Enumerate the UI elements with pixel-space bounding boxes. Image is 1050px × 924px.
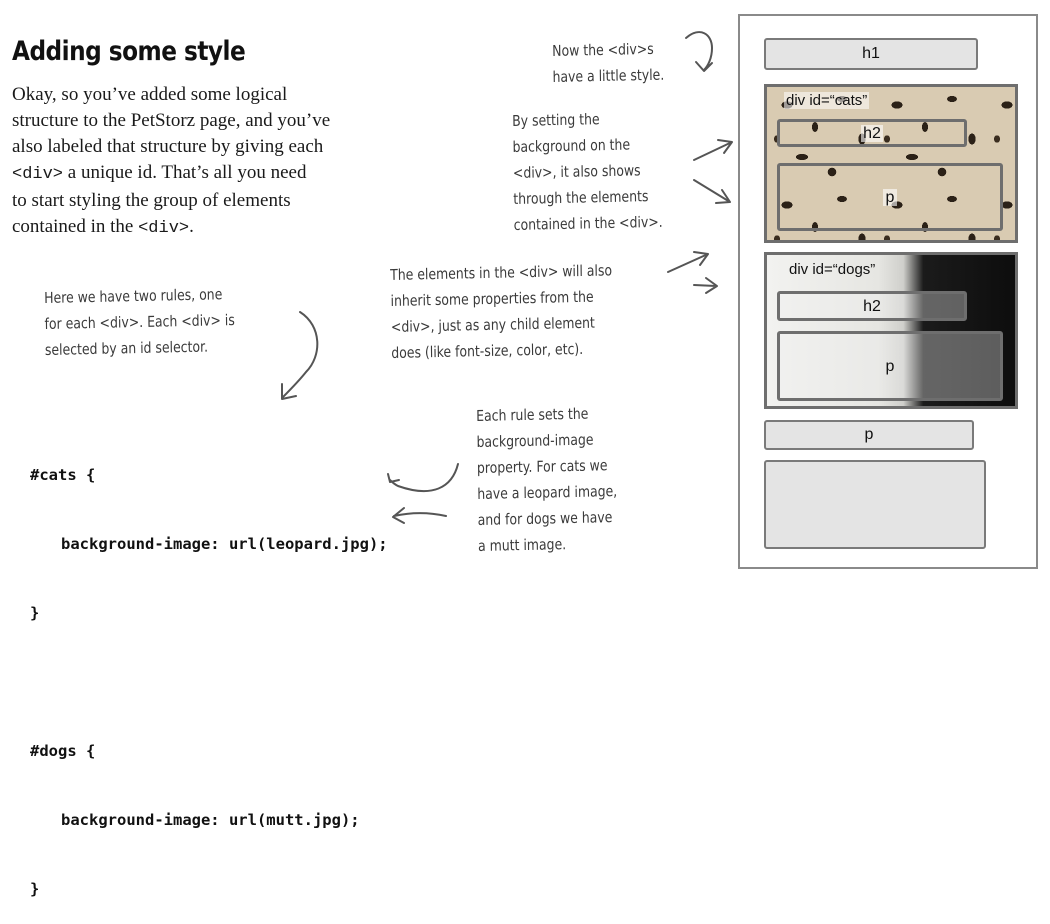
intro-line: <div> a unique id. That’s all you need: [12, 160, 382, 188]
dogs-div-block: div id=“dogs” h2 p: [764, 252, 1018, 409]
h1-label: h1: [862, 45, 880, 62]
intro-text: a unique id. That’s all you need: [63, 162, 307, 183]
cats-p-block: p: [777, 163, 1003, 231]
div-tag: <div>: [138, 219, 190, 238]
intro-text: .: [189, 216, 194, 237]
code-line: }: [30, 880, 40, 898]
arrow-now-style: [685, 31, 713, 72]
h1-block: h1: [764, 38, 978, 70]
cats-h2-block: h2: [777, 119, 967, 147]
div-tag: <div>: [12, 165, 64, 184]
intro-line: also labeled that structure by giving ea…: [12, 136, 324, 157]
intro-line: Okay, so you’ve added some logical: [12, 84, 288, 105]
dogs-h2-block: h2: [777, 291, 967, 321]
arrow-bg-up: [693, 139, 733, 161]
cats-p-label: p: [882, 189, 898, 206]
arrow-cats-rule: [387, 463, 459, 493]
cats-h2-label: h2: [861, 125, 883, 142]
cats-div-label: div id=“cats”: [784, 92, 870, 109]
arrow-dogs-rule: [392, 507, 447, 524]
cats-div-block: div id=“cats” h2 p: [764, 84, 1018, 243]
arrow-bg-down: [693, 179, 731, 204]
code-line: }: [30, 604, 40, 622]
arrow-two-rules: [281, 311, 319, 400]
arrow-inherit-up: [667, 251, 709, 273]
dogs-p-label: p: [885, 358, 895, 375]
dogs-div-label: div id=“dogs”: [789, 261, 876, 278]
intro-paragraph: Okay, so you’ve added some logical struc…: [12, 82, 382, 242]
dogs-h2-label: h2: [863, 298, 881, 315]
intro-line: contained in the <div>.: [12, 214, 382, 242]
code-line: background-image: url(mutt.jpg);: [61, 811, 360, 829]
dogs-p-block: p: [777, 331, 1003, 401]
annotation-arrows: [281, 31, 733, 524]
intro-line: structure to the PetStorz page, and you’…: [12, 110, 331, 131]
code-line: background-image: url(leopard.jpg);: [61, 535, 388, 553]
code-spacer: [30, 671, 388, 694]
arrow-inherit-right: [693, 277, 718, 294]
intro-line: to start styling the group of elements: [12, 190, 291, 211]
intro-text: contained in the: [12, 216, 139, 237]
bottom-p-label: p: [864, 426, 874, 443]
section-heading: Adding some style: [12, 36, 246, 67]
code-line: #cats {: [30, 466, 96, 484]
code-line: #dogs {: [30, 742, 96, 760]
bottom-p-block: p: [764, 420, 974, 450]
footer-block: [764, 460, 986, 549]
